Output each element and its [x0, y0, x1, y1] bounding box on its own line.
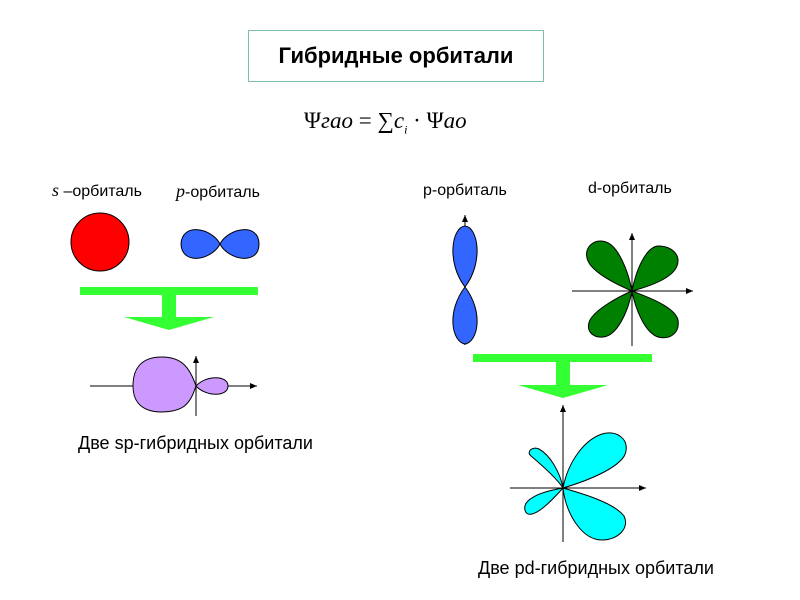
- pd-lobe-lower-large: [562, 487, 626, 541]
- formula-coefficient: c: [393, 108, 405, 133]
- sp-hybrid-orbital-shape: [132, 356, 229, 413]
- hybrid-orbital-formula: Ψгао = ∑ci · Ψао: [304, 108, 467, 138]
- pd-hybrid-caption: Две pd-гибридных орбитали: [478, 558, 714, 578]
- combination-arrow-left: [80, 287, 258, 330]
- p-orbital-shape-left: [180, 229, 260, 259]
- formula-psi-rhs: Ψ: [426, 108, 444, 133]
- d-orbital-shape: [586, 240, 679, 339]
- formula-dot: ·: [413, 108, 421, 133]
- pd-lobe-lower-small: [524, 487, 565, 515]
- p-symbol: p: [176, 181, 185, 201]
- s-orbital-text: –орбиталь: [59, 183, 142, 200]
- formula-sum: ∑: [377, 108, 394, 133]
- s-orbital-sphere: [70, 212, 130, 272]
- pd-hybrid-axes: [510, 405, 646, 542]
- pd-lobe-upper-small: [528, 447, 564, 489]
- d-orbital-label: d-орбиталь: [588, 180, 672, 197]
- formula-rhs-subscript: ао: [443, 108, 467, 133]
- formula-psi-lhs: Ψ: [304, 108, 321, 133]
- pd-lobe-upper-large: [562, 432, 627, 489]
- d-lobe-lower-left: [588, 290, 633, 338]
- d-lobe-upper-right: [631, 245, 679, 292]
- formula-equals: =: [358, 108, 372, 133]
- d-lobe-upper-left: [586, 240, 633, 292]
- combination-arrow-right: [473, 354, 652, 398]
- formula-lhs-subscript: гао: [320, 108, 353, 133]
- title-box: Гибридные орбитали: [248, 30, 544, 82]
- p-orbital-label-right: p-орбиталь: [423, 182, 507, 199]
- d-lobe-lower-right: [631, 290, 679, 339]
- p-orbital-shape-right: [452, 225, 478, 345]
- sp-hybrid-caption: Две sp-гибридных орбитали: [78, 433, 313, 453]
- p-orbital-text-left: -орбиталь: [185, 184, 260, 201]
- page-title: Гибридные орбитали: [278, 43, 514, 68]
- formula-coefficient-index: i: [404, 122, 408, 137]
- pd-hybrid-orbital-shape: [524, 432, 627, 541]
- p-orbital-label-left: p-орбиталь: [176, 181, 260, 202]
- s-orbital-label: s –орбиталь: [52, 180, 142, 201]
- s-symbol: s: [52, 180, 60, 200]
